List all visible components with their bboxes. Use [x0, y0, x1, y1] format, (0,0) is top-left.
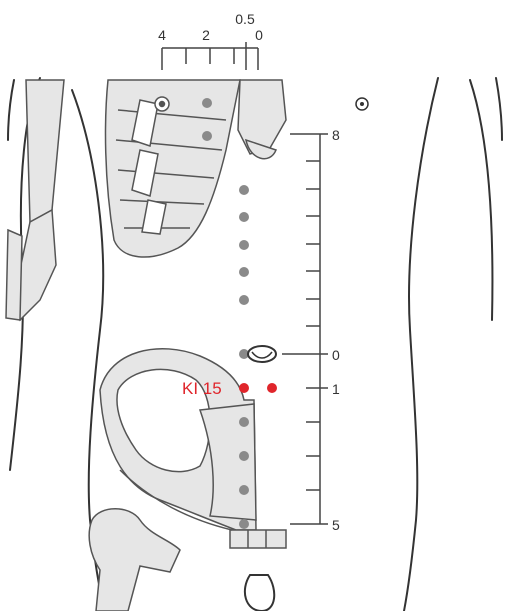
ki15-points [239, 383, 277, 393]
acupoint-gray [239, 240, 249, 250]
acupoint-gray [239, 451, 249, 461]
acupoint-gray [202, 98, 212, 108]
right-scale-label-0: 0 [332, 347, 340, 363]
acupoint-gray [239, 185, 249, 195]
acupoint-gray [239, 417, 249, 427]
top-scale-label-0-5: 0.5 [235, 11, 255, 27]
femur [89, 509, 180, 611]
umbilicus-icon [248, 346, 276, 362]
acupoint-gray [239, 519, 249, 529]
right-scale-label-1: 1 [332, 381, 340, 397]
acupoint-label-ki15: KI 15 [182, 379, 222, 398]
acupoint-gray [239, 212, 249, 222]
nipple-icon [356, 98, 368, 110]
acupoint-gray [202, 131, 212, 141]
acupoint-gray [239, 267, 249, 277]
right-scale-label-8: 8 [332, 127, 340, 143]
arm-bones [6, 80, 64, 320]
top-scale-label-4: 4 [158, 27, 166, 43]
acupoint-ki15-right [267, 383, 277, 393]
acupoint-gray [239, 295, 249, 305]
top-scale-label-2: 2 [202, 27, 210, 43]
top-scale-label-0: 0 [255, 27, 263, 43]
acupoint-ki15-left [239, 383, 249, 393]
right-scale-label-5: 5 [332, 517, 340, 533]
right-scale [282, 134, 328, 524]
top-scale [162, 42, 258, 70]
rib-cage [106, 80, 286, 257]
acupoint-gray [239, 485, 249, 495]
